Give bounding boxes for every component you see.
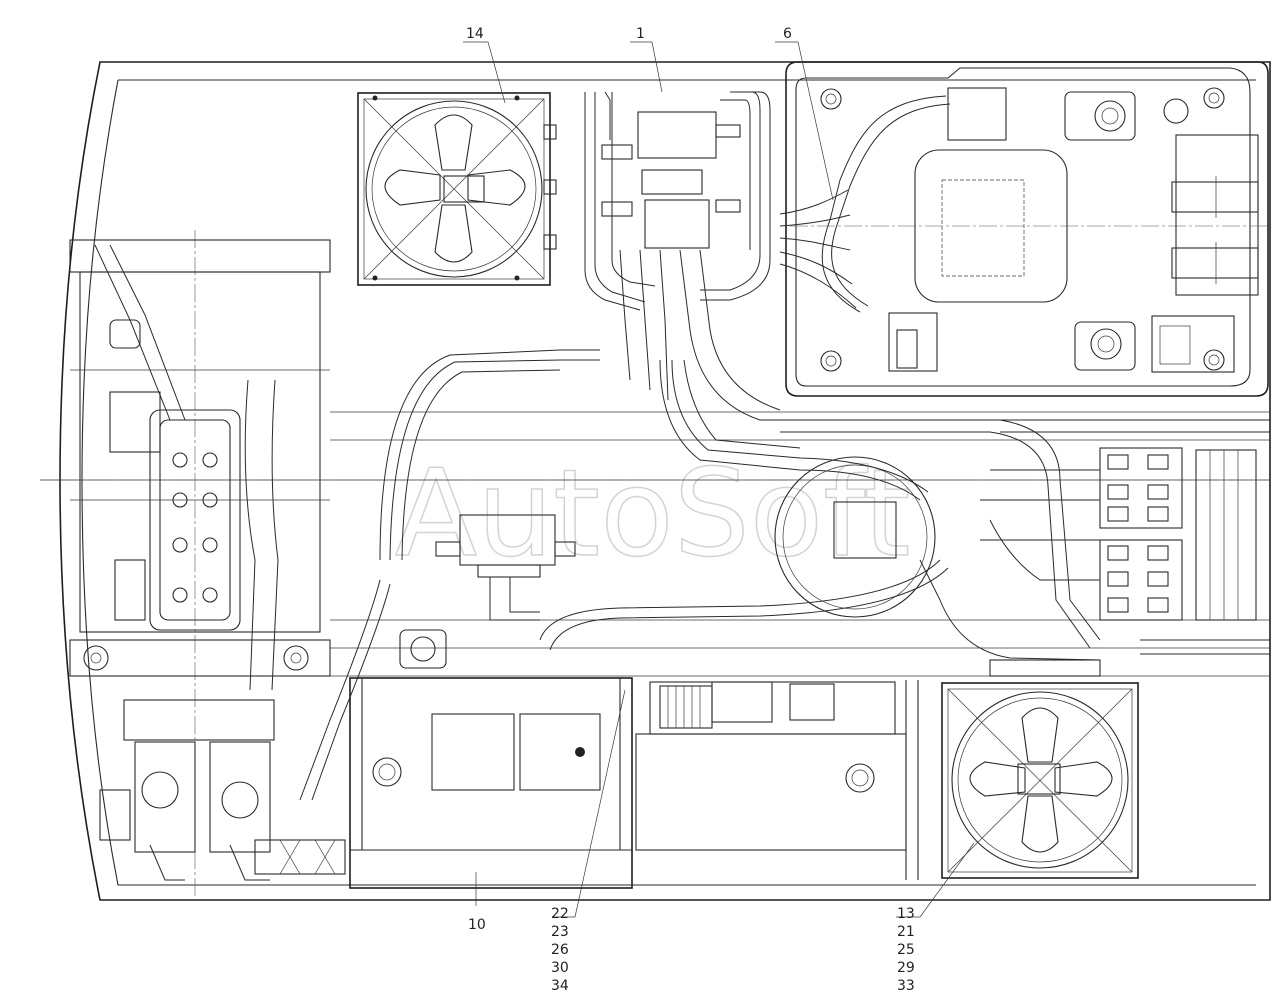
callout-10: 10 [468, 917, 486, 933]
callout-group-b-5: 33 [897, 978, 915, 994]
auxiliary-valve [435, 514, 576, 621]
callout-labels: 14 1 6 10 22 23 26 30 34 13 21 25 29 33 [466, 26, 915, 994]
hydraulic-lines [299, 349, 1270, 801]
radiator-fan-top [357, 92, 557, 286]
callout-group-b-1: 13 [897, 906, 915, 922]
valve-block [584, 91, 781, 421]
callout-group-b-3: 25 [897, 942, 915, 958]
callout-6: 6 [783, 26, 792, 42]
callout-group-a-3: 26 [551, 942, 569, 958]
hose-connector-block [989, 447, 1257, 677]
callout-14: 14 [466, 26, 484, 42]
cab-control-panel [779, 61, 1269, 397]
callout-group-a-4: 30 [551, 960, 569, 976]
callout-group-b-2: 21 [897, 924, 915, 940]
chassis-outline [40, 61, 1271, 901]
callout-group-a-2: 23 [551, 924, 569, 940]
callout-1: 1 [636, 26, 645, 42]
callout-group-b-4: 29 [897, 960, 915, 976]
callout-group-a-5: 34 [551, 978, 569, 994]
engine-assembly [69, 239, 331, 691]
electrical-box [635, 681, 907, 851]
leader-lines [463, 41, 975, 918]
hydraulic-tank [349, 629, 633, 889]
pump-assembly [99, 699, 346, 881]
callout-group-a-1: 22 [551, 906, 569, 922]
radiator-fan-bottom [905, 680, 1139, 880]
